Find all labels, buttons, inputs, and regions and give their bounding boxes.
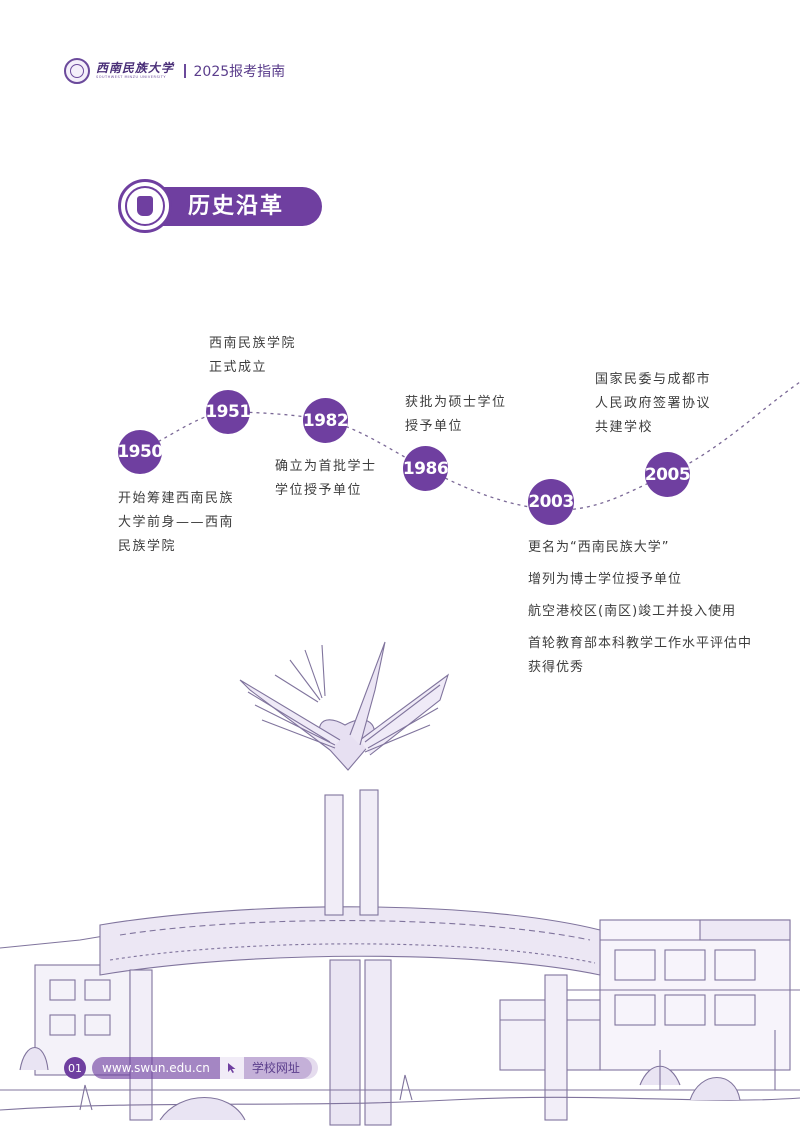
event-1951: 西南民族学院 正式成立 [209,332,296,380]
website-link[interactable]: www.swun.edu.cn 学校网址 [92,1057,318,1079]
university-seal-icon [64,58,90,84]
event-line: 西南民族学院 [209,336,297,351]
event-line: 确立为首批学士 [275,459,377,474]
logo-english-name: SOUTHWEST MINZU UNIVERSITY [96,75,166,79]
event-2003: 更名为“西南民族大学” 增列为博士学位授予单位 航空港校区(南区)竣工并投入使用… [528,536,752,688]
website-url[interactable]: www.swun.edu.cn [92,1057,220,1079]
event-line: 获批为硕士学位 [405,395,507,410]
event-line: 大学前身——西南 [118,515,235,530]
event-item: 获得优秀 [528,660,585,675]
event-item: 增列为博士学位授予单位 [528,572,683,587]
event-line: 国家民委与成都市 [595,372,712,387]
cursor-icon [219,1057,244,1079]
university-badge-icon [118,179,172,233]
page-number: 01 [64,1057,86,1079]
logo-chinese-name: 西南民族大学 [96,61,175,75]
event-line: 民族学院 [118,539,177,554]
section-title-pill [148,187,322,226]
event-item: 航空港校区(南区)竣工并投入使用 [528,604,737,619]
footer: 01 www.swun.edu.cn 学校网址 [64,1057,318,1079]
campus-gate-illustration [0,641,800,1126]
event-line: 正式成立 [209,360,268,375]
header-divider [184,64,186,78]
event-item: 首轮教育部本科教学工作水平评估中 [528,636,753,651]
event-2005: 国家民委与成都市 人民政府签署协议 共建学校 [595,368,711,440]
event-line: 学位授予单位 [275,483,363,498]
section-title-text: 历史沿革 [188,194,285,219]
website-label: 学校网址 [243,1057,312,1079]
year-1950: 1950 [117,430,163,474]
year-2003: 2003 [528,479,574,525]
event-line: 授予单位 [405,419,464,434]
event-item: 更名为“西南民族大学” [528,540,670,555]
event-line: 人民政府签署协议 [595,396,712,411]
header-title: 2025报考指南 [193,64,286,80]
university-logo: 西南民族大学 SOUTHWEST MINZU UNIVERSITY [96,62,174,80]
event-1950: 开始筹建西南民族 大学前身——西南 民族学院 [118,487,234,559]
year-1982: 1982 [303,398,349,443]
event-1986: 获批为硕士学位 授予单位 [405,391,507,439]
section-heading: 历史沿革 [118,179,324,233]
event-line: 开始筹建西南民族 [118,491,235,506]
year-1986: 1986 [403,446,449,491]
header: 西南民族大学 SOUTHWEST MINZU UNIVERSITY 2025报考… [64,57,285,85]
event-1982: 确立为首批学士 学位授予单位 [275,455,377,503]
year-2005: 2005 [645,452,691,497]
year-1951: 1951 [205,390,251,434]
event-line: 共建学校 [595,420,654,435]
